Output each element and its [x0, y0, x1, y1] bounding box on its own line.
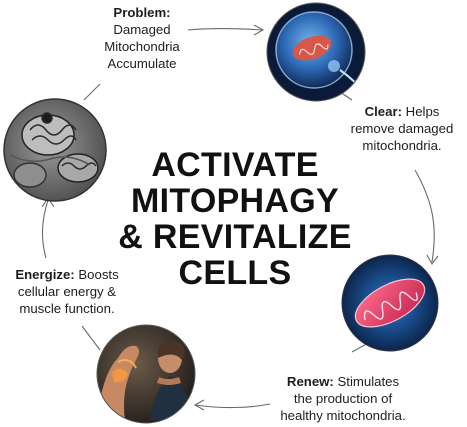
renew-line-1: Stimulates — [333, 374, 400, 389]
title-line-4: CELLS — [178, 254, 292, 292]
title-line-1: ACTIVATE — [151, 146, 319, 184]
clear-caption: Clear: Helps remove damaged mitochondria… — [338, 103, 466, 154]
arrow-right-head — [426, 254, 439, 266]
renew-line-3: healthy mitochondria. — [280, 408, 406, 423]
arrow-top-head — [253, 24, 265, 36]
energize-line-3: muscle function. — [19, 301, 115, 316]
renew-caption: Renew: Stimulates the production of heal… — [268, 373, 418, 424]
energize-line-2: cellular energy & — [17, 284, 117, 299]
renew-label: Renew: — [286, 374, 334, 389]
problem-label: Problem: — [113, 5, 171, 20]
connector-problem — [83, 83, 101, 101]
arrow-top — [187, 27, 263, 31]
central-title: ACTIVATE MITOPHAGY & REVITALIZE CELLS — [100, 147, 370, 291]
problem-line-2: Mitochondria — [104, 39, 180, 54]
clear-line-2: remove damaged — [350, 121, 454, 136]
energize-label: Energize: — [15, 267, 75, 282]
energize-caption: Energize: Boosts cellular energy & muscl… — [2, 266, 132, 317]
arrow-right — [414, 169, 435, 263]
arrow-left — [41, 199, 49, 259]
title-line-2: MITOPHAGY — [131, 182, 339, 220]
arrow-bottom-head — [193, 399, 205, 411]
title-line-3: & REVITALIZE — [118, 218, 352, 256]
clear-line-3: mitochondria. — [362, 138, 442, 153]
problem-line-3: Accumulate — [107, 56, 177, 71]
energize-line-1: Boosts — [74, 267, 119, 282]
clear-line-1: Helps — [402, 104, 440, 119]
problem-line-1: Damaged — [113, 22, 171, 37]
arrow-bottom — [195, 403, 271, 409]
clear-label: Clear: — [364, 104, 402, 119]
problem-caption: Problem: Damaged Mitochondria Accumulate — [82, 4, 202, 72]
renew-line-2: the production of — [293, 391, 393, 406]
connector-energize — [81, 325, 101, 351]
